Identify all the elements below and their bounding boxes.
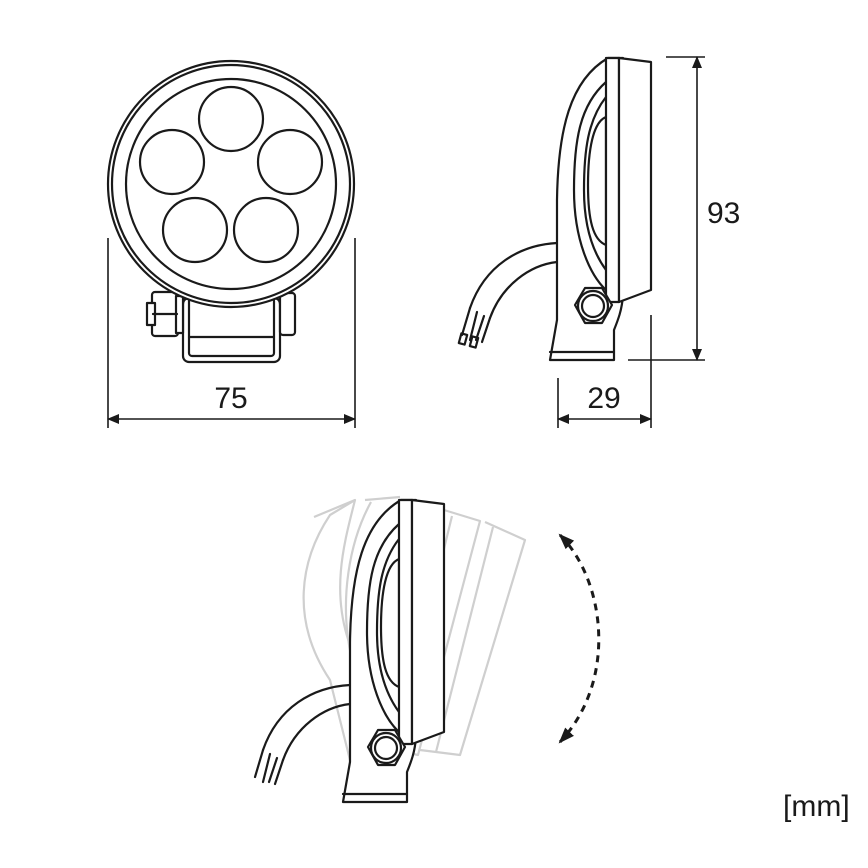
lens-ring <box>124 77 338 291</box>
led-2 <box>138 128 206 196</box>
front-view: 75 <box>106 59 356 428</box>
tilt-lamp <box>253 498 446 804</box>
led-5 <box>232 196 300 264</box>
power-cable <box>457 241 559 349</box>
housing-outer <box>106 59 356 309</box>
led-3 <box>256 128 324 196</box>
tilt-view <box>253 495 601 804</box>
depth-dimension: 29 <box>557 315 652 428</box>
unit-label: [mm] <box>783 790 850 823</box>
led-array <box>138 85 324 264</box>
led-4 <box>161 196 229 264</box>
tilt-range-arrow <box>558 533 601 744</box>
height-label: 93 <box>707 197 740 230</box>
depth-label: 29 <box>587 382 620 415</box>
side-view: 93 29 <box>457 56 740 428</box>
led-1 <box>197 85 265 153</box>
width-label: 75 <box>214 382 247 415</box>
width-dimension: 75 <box>107 238 356 428</box>
height-dimension: 93 <box>628 56 740 361</box>
